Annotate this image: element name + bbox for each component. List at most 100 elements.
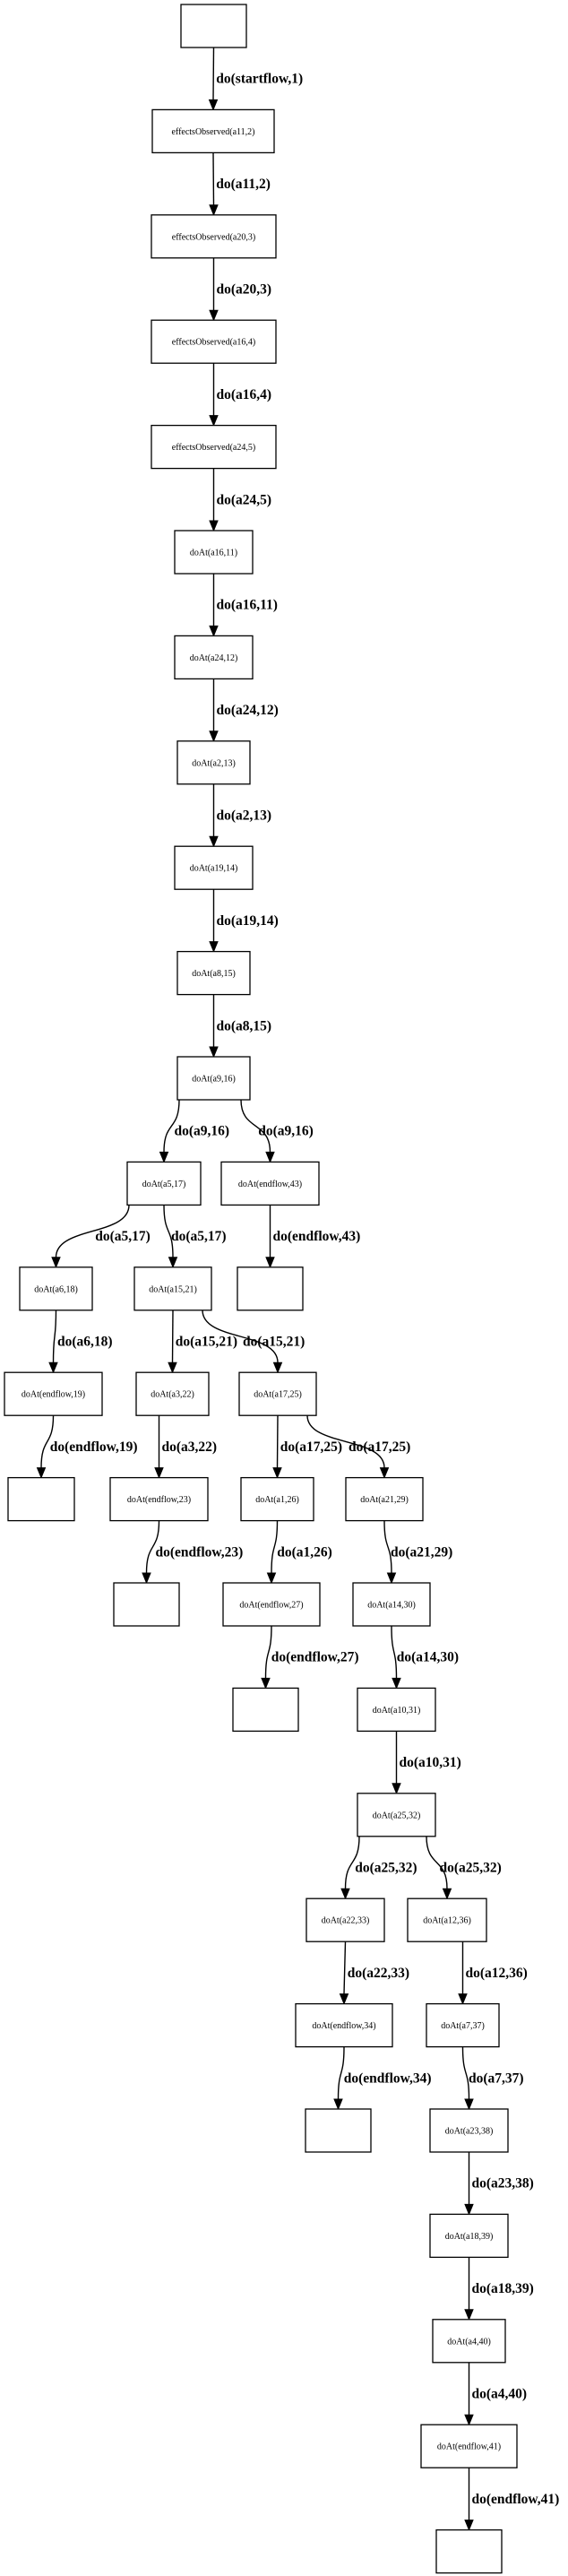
node-box <box>352 1582 431 1627</box>
terminal-node[interactable] <box>232 1687 299 1733</box>
edge-line <box>383 1520 392 1574</box>
graph-edge: do(a2,13) <box>209 783 272 848</box>
graph-edge: do(a17,25) <box>272 1415 342 1479</box>
graph-node[interactable]: effectsObserved(a20,3) <box>151 214 277 259</box>
edge-label: do(a12,36) <box>466 1966 528 1981</box>
node-box <box>135 1371 210 1416</box>
node-label: doAt(endflow,43) <box>238 1180 302 1189</box>
graph-node[interactable]: effectsObserved(a11,2) <box>151 108 275 154</box>
graph-edge: do(a12,36) <box>458 1941 528 2005</box>
graph-node[interactable]: doAt(a23,38) <box>429 2108 509 2153</box>
graph-node[interactable]: doAt(endflow,27) <box>222 1582 321 1627</box>
graph-node[interactable]: doAt(a21,29) <box>345 1476 424 1522</box>
graph-node[interactable]: doAt(endflow,23) <box>109 1476 209 1522</box>
graph-node[interactable]: doAt(a4,40) <box>432 2319 506 2364</box>
graph-node[interactable]: doAt(a16,11) <box>174 530 254 575</box>
graph-edge: do(endflow,19) <box>36 1415 138 1479</box>
graph-edge: do(startflow,1) <box>208 47 303 111</box>
graph-edge: do(a20,3) <box>209 257 271 322</box>
terminal-node[interactable] <box>435 2528 503 2574</box>
graph-node[interactable]: doAt(a12,36) <box>407 1897 487 1942</box>
graph-node[interactable]: effectsObserved(a16,4) <box>151 319 277 364</box>
node-label: doAt(a6,18) <box>34 1284 78 1294</box>
edge-label: do(a17,25) <box>280 1439 342 1455</box>
terminal-node[interactable] <box>113 1582 180 1627</box>
terminal-node[interactable] <box>180 4 247 48</box>
graph-edge: do(endflow,23) <box>142 1520 243 1585</box>
graph-node[interactable]: doAt(a14,30) <box>352 1582 431 1627</box>
graph-node[interactable]: doAt(a9,16) <box>176 1056 251 1101</box>
edge-label: do(a5,17) <box>95 1229 151 1244</box>
graph-node[interactable]: doAt(a24,12) <box>174 635 254 680</box>
terminal-node[interactable] <box>7 1476 75 1522</box>
node-label: effectsObserved(a20,3) <box>172 232 255 242</box>
node-label: doAt(a25,32) <box>373 1811 421 1820</box>
node-label: doAt(a1,26) <box>255 1495 299 1505</box>
arrowhead-icon <box>209 415 219 427</box>
node-label: doAt(a3,22) <box>151 1390 194 1400</box>
edge-label: do(endflow,41) <box>472 2492 560 2507</box>
graph-node[interactable]: doAt(a25,32) <box>357 1793 436 1837</box>
edge-line <box>171 1310 174 1363</box>
arrowhead-icon <box>442 1888 452 1900</box>
graph-node[interactable]: doAt(endflow,41) <box>420 2424 518 2468</box>
graph-node[interactable]: doAt(a1,26) <box>240 1476 314 1522</box>
graph-edge: do(a14,30) <box>391 1625 459 1690</box>
graph-edge: do(a17,25) <box>306 1415 410 1479</box>
edge-line <box>344 1836 360 1889</box>
graph-node[interactable]: doAt(a3,22) <box>135 1371 210 1416</box>
arrowhead-icon <box>339 1993 349 2005</box>
edge-label: do(a21,29) <box>391 1544 452 1560</box>
graph-node[interactable]: doAt(a10,31) <box>357 1687 436 1733</box>
edge-line <box>145 1520 160 1574</box>
node-box <box>176 1056 251 1101</box>
arrowhead-icon <box>154 1467 164 1479</box>
node-box <box>220 1161 320 1206</box>
graph-node[interactable]: doAt(a18,39) <box>429 2213 509 2259</box>
node-label: doAt(a7,37) <box>441 2021 485 2031</box>
graph-node[interactable]: doAt(endflow,43) <box>220 1161 320 1206</box>
node-label: doAt(a19,14) <box>190 864 238 874</box>
graph-node[interactable]: doAt(a7,37) <box>426 2002 500 2048</box>
graph-edge: do(a7,37) <box>461 2046 524 2111</box>
edge-label: do(a9,16) <box>258 1124 314 1139</box>
node-box <box>420 2424 518 2468</box>
node-label: doAt(a9,16) <box>192 1075 236 1085</box>
graph-node[interactable]: doAt(a22,33) <box>306 1897 385 1942</box>
node-label: doAt(a10,31) <box>373 1706 421 1716</box>
node-label: doAt(a8,15) <box>192 969 236 979</box>
terminal-node[interactable] <box>237 1266 304 1311</box>
node-label: effectsObserved(a16,4) <box>172 338 255 348</box>
terminal-node[interactable] <box>305 2108 372 2153</box>
node-label: effectsObserved(a11,2) <box>171 127 254 137</box>
graph-node[interactable]: doAt(endflow,34) <box>295 2002 393 2048</box>
graph-node[interactable]: doAt(a19,14) <box>174 845 254 890</box>
edge-label: do(endflow,19) <box>50 1439 138 1455</box>
graph-edge: do(a25,32) <box>426 1836 502 1900</box>
graph-edge: do(a16,11) <box>209 574 278 637</box>
graph-node[interactable]: doAt(endflow,19) <box>4 1371 103 1416</box>
arrowhead-icon <box>464 2520 474 2531</box>
graph-node[interactable]: effectsObserved(a24,5) <box>151 424 277 470</box>
edge-label: do(a22,33) <box>348 1966 409 1981</box>
node-box <box>7 1476 75 1522</box>
edge-label: do(a16,4) <box>217 387 272 402</box>
graph-edge: do(a23,38) <box>464 2152 534 2216</box>
edge-label: do(endflow,34) <box>344 2070 432 2086</box>
edge-line <box>461 2046 470 2100</box>
arrowhead-icon <box>208 99 219 111</box>
graph-node[interactable]: doAt(a5,17) <box>126 1161 202 1206</box>
node-box <box>113 1582 180 1627</box>
graph-node[interactable]: doAt(a8,15) <box>176 950 251 996</box>
graph-node[interactable]: doAt(a17,25) <box>238 1371 317 1416</box>
edge-label: do(a17,25) <box>349 1439 410 1455</box>
graph-node[interactable]: doAt(a2,13) <box>176 740 251 785</box>
graph-node[interactable]: doAt(a15,21) <box>133 1266 212 1311</box>
edge-label: do(a2,13) <box>217 808 272 824</box>
edge-label: do(startflow,1) <box>216 72 303 87</box>
graph-node[interactable]: doAt(a6,18) <box>19 1266 93 1311</box>
node-box <box>19 1266 93 1311</box>
arrowhead-icon <box>261 1677 271 1690</box>
edge-line <box>163 1205 174 1258</box>
node-box <box>305 2108 372 2153</box>
